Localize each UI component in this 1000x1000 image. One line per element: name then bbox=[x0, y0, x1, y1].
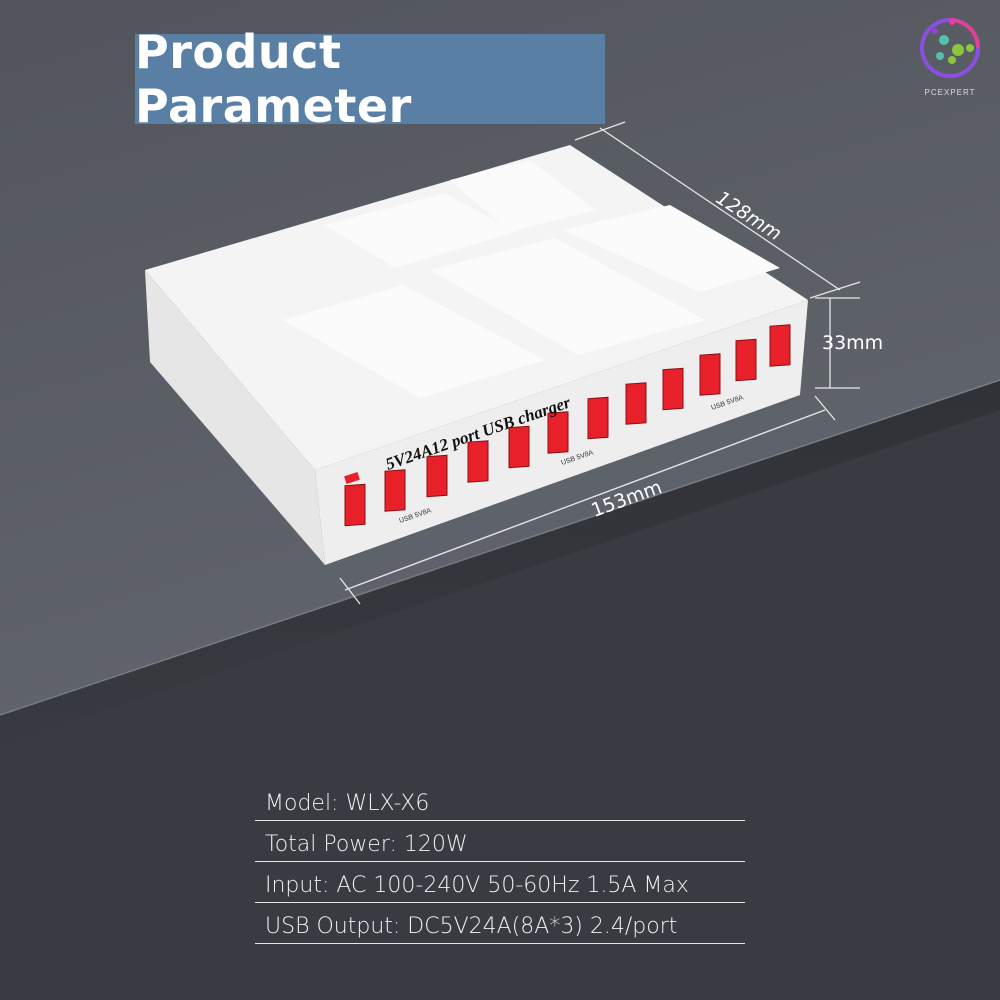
usb-port bbox=[625, 382, 647, 425]
usb-port bbox=[384, 469, 406, 512]
power-indicator bbox=[344, 472, 360, 484]
dimension-lines bbox=[339, 121, 861, 605]
logo-icon bbox=[920, 18, 980, 78]
charger-left-side bbox=[145, 270, 325, 565]
usb-port bbox=[769, 324, 791, 367]
usb-port bbox=[426, 454, 448, 498]
usb-port bbox=[467, 440, 489, 483]
usb-port bbox=[699, 353, 721, 396]
spec-table: Model: WLX-X6 Total Power: 120W Input: A… bbox=[255, 780, 745, 944]
spec-model: Model: WLX-X6 bbox=[255, 780, 745, 821]
spec-input: Input: AC 100-240V 50-60Hz 1.5A Max bbox=[255, 862, 745, 903]
usb-port bbox=[547, 411, 569, 454]
spec-usb-output: USB Output: DC5V24A(8A*3) 2.4/port bbox=[255, 903, 745, 944]
spec-total-power: Total Power: 120W bbox=[255, 821, 745, 862]
usb-port bbox=[735, 338, 757, 382]
charger-top-panels bbox=[283, 160, 780, 398]
brand-logo: PCEXPERT bbox=[912, 8, 988, 98]
title-banner: Product Parameter bbox=[135, 25, 605, 133]
usb-port bbox=[508, 425, 530, 469]
table-edge-highlight bbox=[0, 379, 1000, 716]
brand-name: PCEXPERT bbox=[924, 88, 976, 97]
usb-port bbox=[662, 367, 684, 411]
table-front-shadow bbox=[0, 410, 1000, 1000]
usb-port bbox=[344, 483, 366, 527]
page-title: Product Parameter bbox=[135, 25, 412, 133]
usb-port bbox=[587, 396, 609, 440]
usb-ports bbox=[344, 324, 791, 527]
height-dimension: 33mm bbox=[822, 332, 884, 354]
